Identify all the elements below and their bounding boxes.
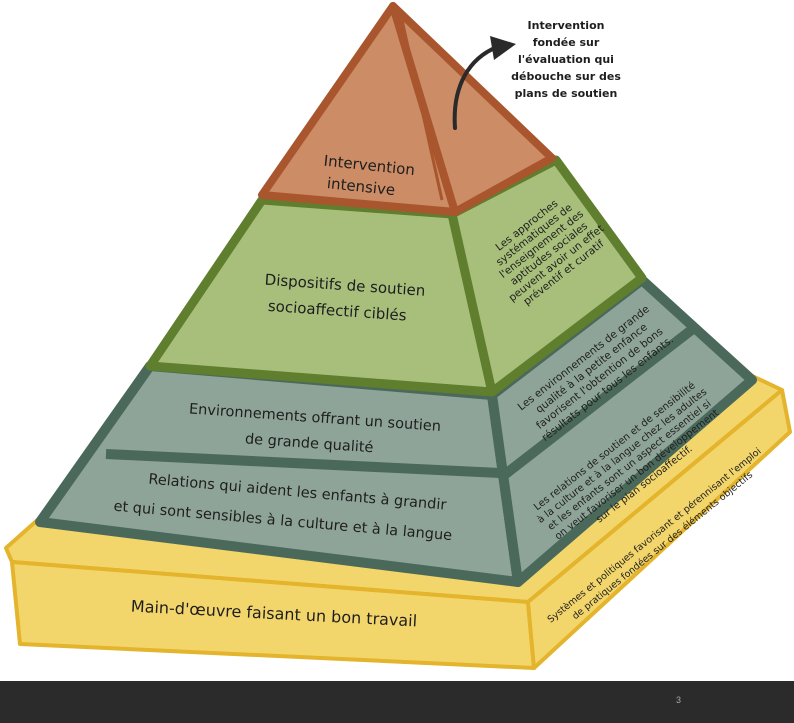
- top-note-line: l'évaluation qui: [518, 53, 614, 66]
- pyramid-diagram: Intervention fondée sur l'évaluation qui…: [4, 2, 792, 670]
- top-note-line: débouche sur des: [511, 70, 621, 83]
- tier-intensive: [258, 2, 556, 216]
- slide-footer: 3: [0, 681, 794, 723]
- teal-side-divider: [499, 324, 698, 480]
- top-note-line: fondée sur: [533, 36, 600, 49]
- orange-side-face: [389, 2, 556, 216]
- top-note-line: Intervention: [528, 19, 605, 32]
- top-note: Intervention fondée sur l'évaluation qui…: [511, 19, 621, 100]
- teal-front-divider: [105, 449, 501, 478]
- base-side-face: [526, 388, 792, 670]
- green-front-face: [145, 195, 497, 397]
- tier-targeted: [145, 155, 647, 397]
- curved-arrow-icon: [452, 36, 516, 130]
- arrow-shaft: [452, 45, 499, 130]
- apex-ridge-line: [400, 19, 444, 201]
- page-number: 3: [676, 695, 682, 705]
- arrow-head: [490, 36, 516, 60]
- top-note-line: plans de soutien: [515, 87, 618, 100]
